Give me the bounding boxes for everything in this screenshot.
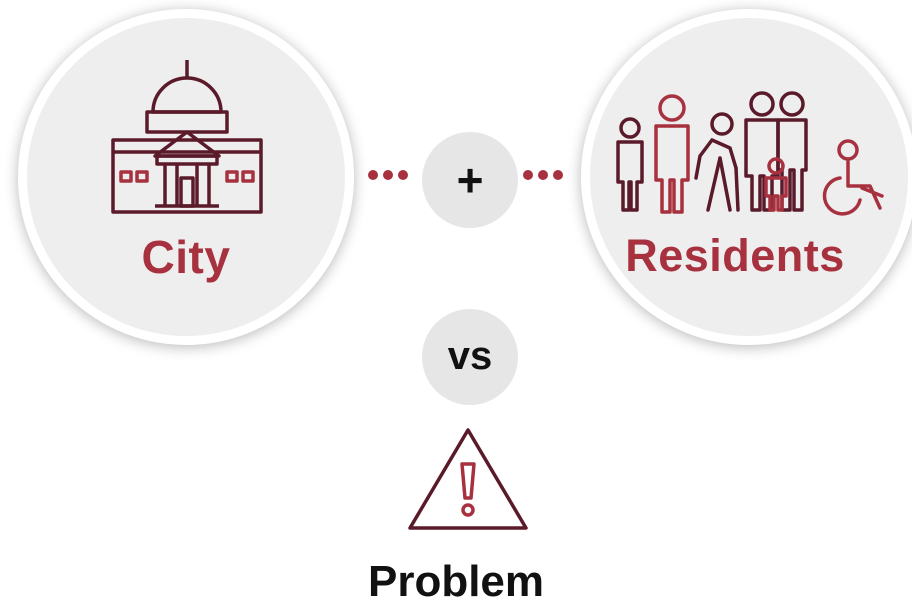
- plus-symbol: +: [456, 154, 484, 206]
- city-label: City: [141, 231, 231, 283]
- plus-connector: +: [422, 132, 518, 228]
- connector-dots-right: [523, 167, 568, 185]
- warning-triangle-icon: [408, 428, 528, 530]
- residents-node: Residents: [581, 9, 912, 345]
- problem-label: Problem: [367, 557, 545, 606]
- connector-dots-left: [368, 167, 413, 185]
- versus-connector: vs: [422, 309, 518, 405]
- capitol-building-icon: [111, 60, 263, 214]
- city-node: City: [18, 9, 354, 345]
- people-group-icon: [616, 91, 884, 216]
- residents-label: Residents: [625, 230, 845, 281]
- versus-label: vs: [447, 334, 493, 378]
